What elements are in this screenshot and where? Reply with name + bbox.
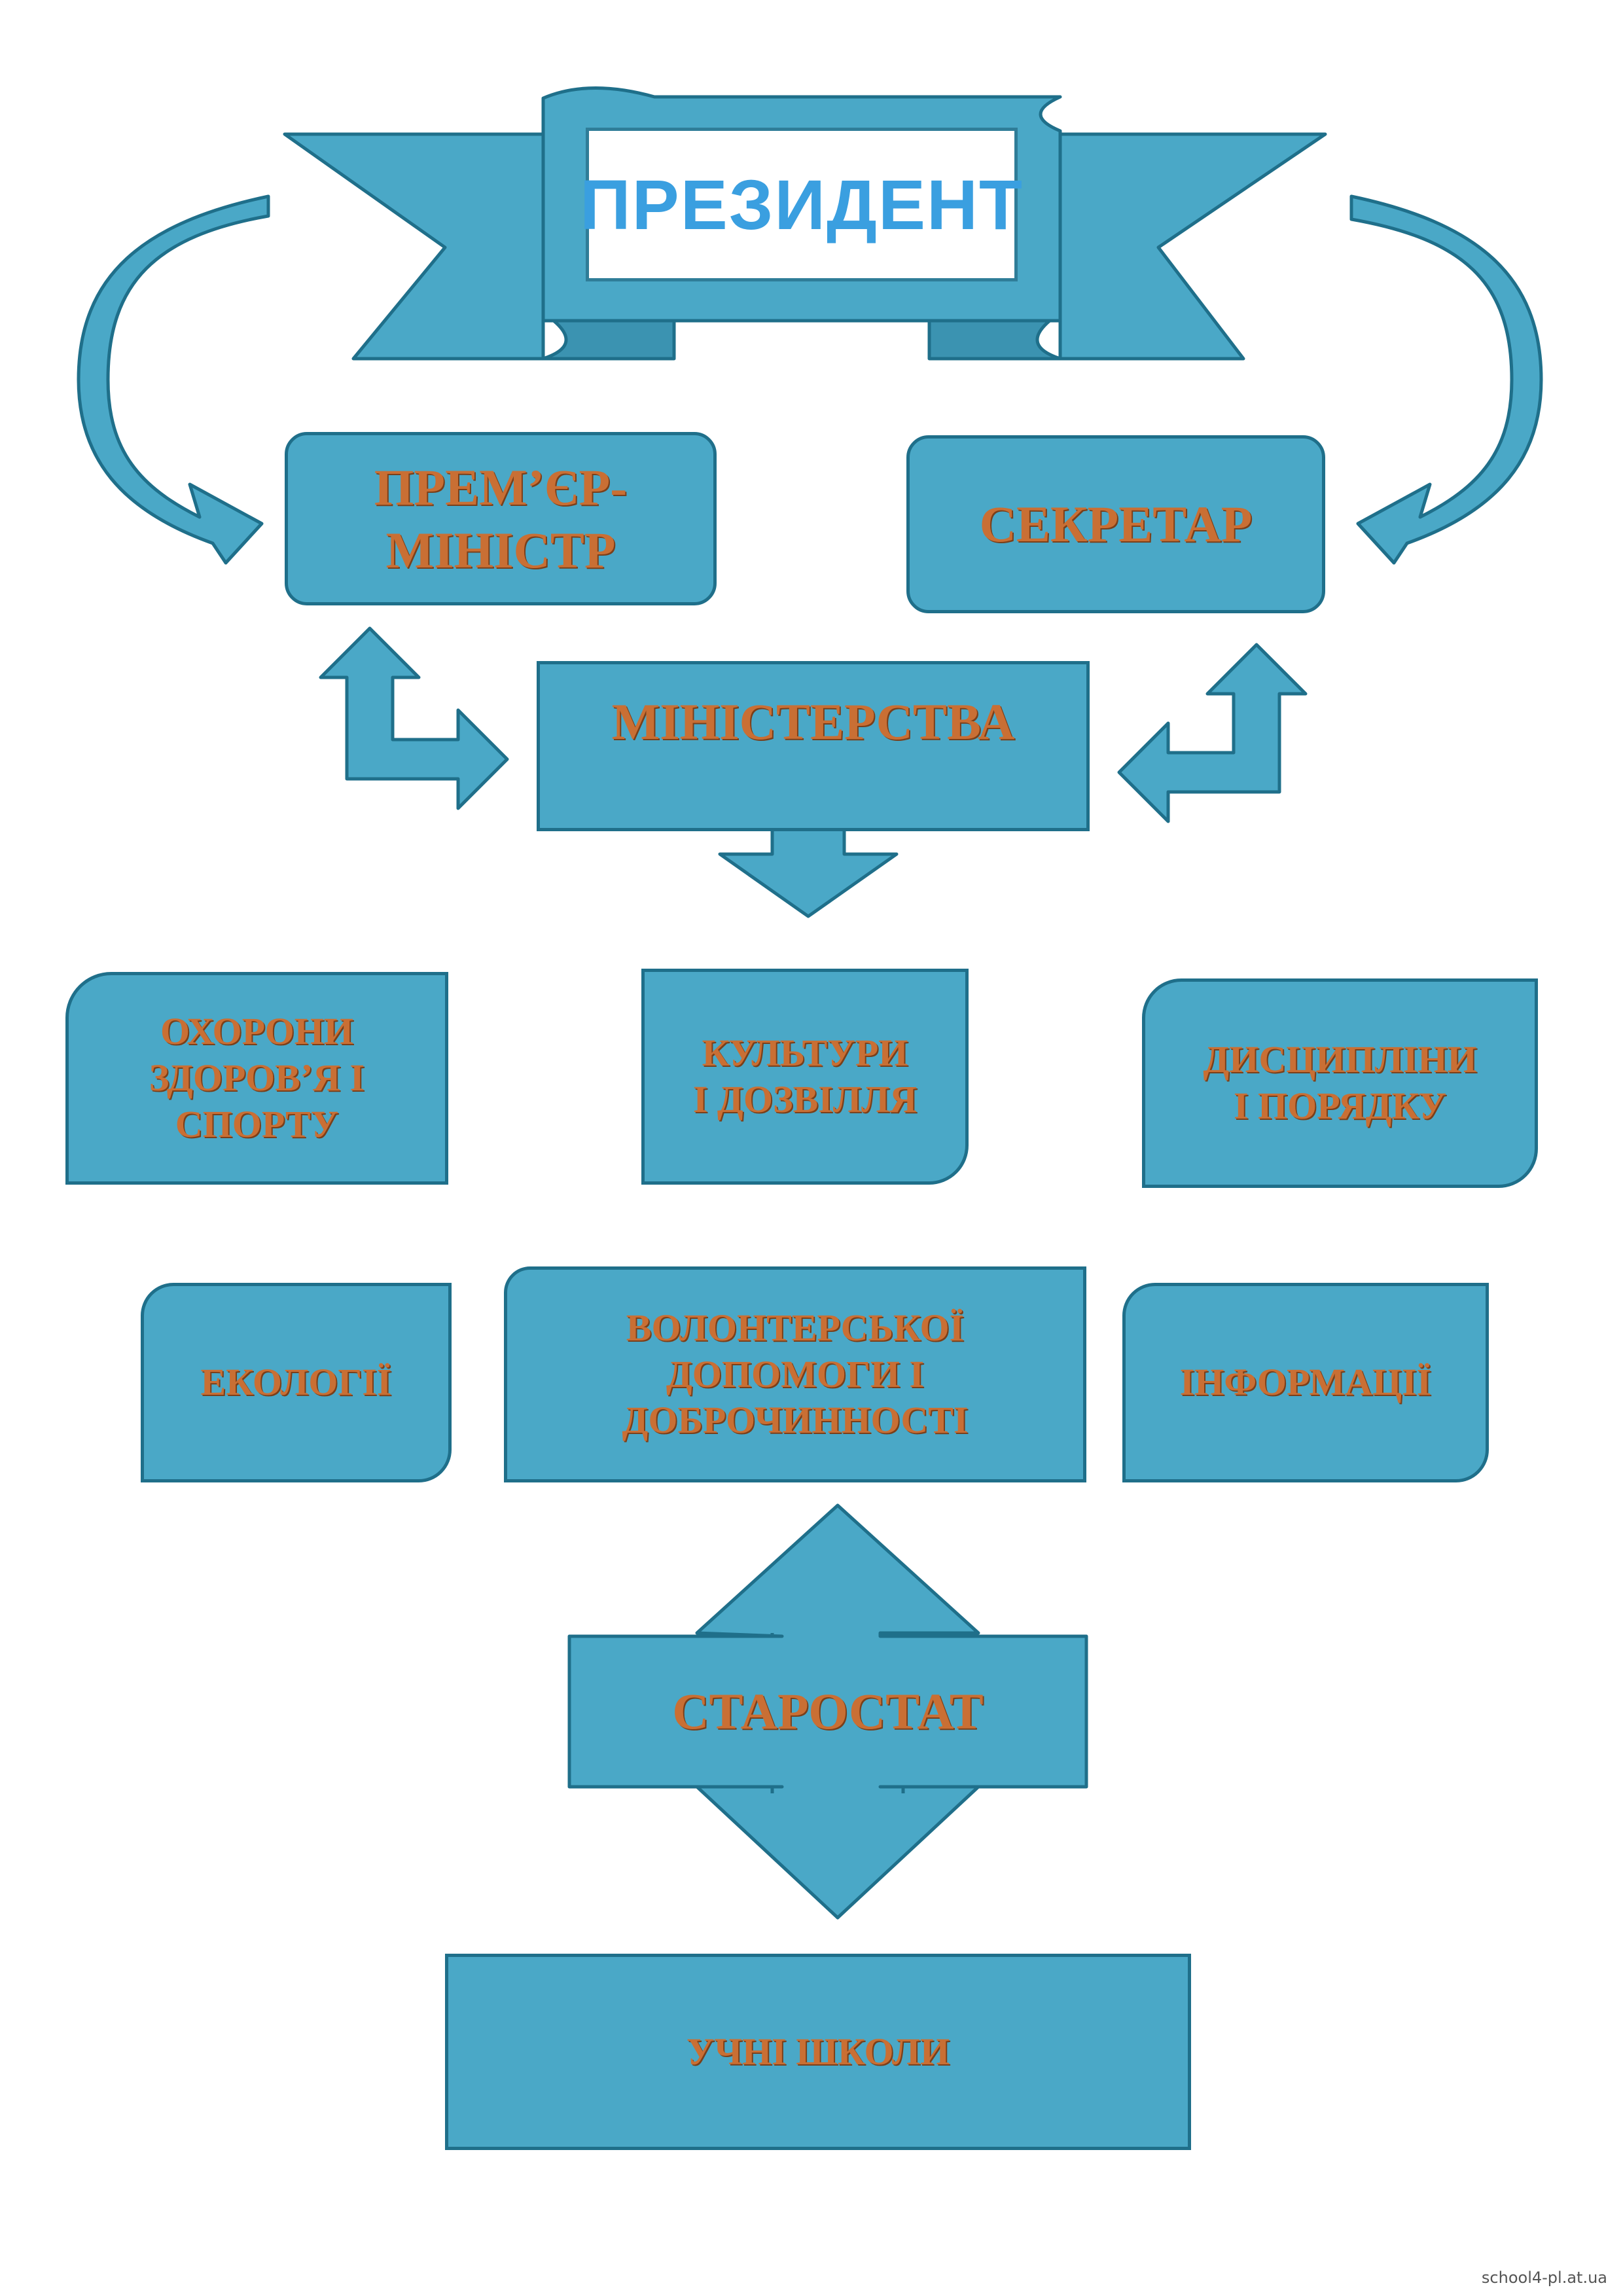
volunteer-charity-label: ВОЛОНТЕРСЬКОЇ ДОПОМОГИ І ДОБРОЧИННОСТІ: [622, 1306, 969, 1442]
discipline-order-label: ДИСЦИПЛІНИ І ПОРЯДКУ: [1203, 1038, 1477, 1127]
health-sport-label: ОХОРОНИ ЗДОРОВ’Я І СПОРТУ: [149, 1010, 365, 1145]
secretary-box: СЕКРЕТАР: [906, 435, 1325, 613]
culture-leisure-label: КУЛЬТУРИ І ДОЗВІЛЛЯ: [692, 1031, 918, 1121]
starostat-box: СТАРОСТАТ: [573, 1640, 1083, 1784]
starostat-arrow-shaft-lines: [770, 1633, 905, 1793]
ribbon-left-tail: [283, 132, 545, 361]
footer-url: school4-pl.at.ua: [1481, 2269, 1607, 2287]
secretary-label: СЕКРЕТАР: [979, 495, 1253, 553]
information-box: ІНФОРМАЦІЇ: [1122, 1283, 1489, 1482]
health-sport-box: ОХОРОНИ ЗДОРОВ’Я І СПОРТУ: [65, 972, 448, 1185]
president-label: ПРЕЗИДЕНТ: [580, 165, 1024, 244]
ecology-box: ЕКОЛОГІЇ: [141, 1283, 452, 1482]
prime-minister-box: ПРЕМ’ЄР- МІНІСТР: [285, 432, 717, 605]
president-box: ПРЕЗИДЕНТ: [580, 128, 1022, 281]
students-label: УЧНІ ШКОЛИ: [686, 2030, 950, 2073]
bent-arrow-right: [1117, 643, 1308, 823]
ecology-label: ЕКОЛОГІЇ: [200, 1361, 392, 1404]
starostat-label: СТАРОСТАТ: [672, 1683, 984, 1740]
curved-arrow-right: [1349, 194, 1543, 565]
bent-arrow-left: [319, 626, 509, 810]
volunteer-charity-box: ВОЛОНТЕРСЬКОЇ ДОПОМОГИ І ДОБРОЧИННОСТІ: [504, 1266, 1086, 1482]
ribbon-right-tail: [1058, 132, 1327, 361]
culture-leisure-box: КУЛЬТУРИ І ДОЗВІЛЛЯ: [641, 969, 969, 1185]
starostat-double-arrow: [567, 1503, 1088, 1920]
ministries-label: МІНІСТЕРСТВА: [611, 693, 1015, 750]
information-label: ІНФОРМАЦІЇ: [1179, 1361, 1432, 1404]
ministries-box: МІНІСТЕРСТВА: [537, 661, 1090, 831]
students-box: УЧНІ ШКОЛИ: [445, 1954, 1191, 2150]
down-arrow-ministries: [718, 826, 899, 918]
discipline-order-box: ДИСЦИПЛІНИ І ПОРЯДКУ: [1142, 978, 1538, 1188]
prime-minister-label: ПРЕМ’ЄР- МІНІСТР: [374, 459, 628, 579]
curved-arrow-left: [77, 194, 270, 565]
